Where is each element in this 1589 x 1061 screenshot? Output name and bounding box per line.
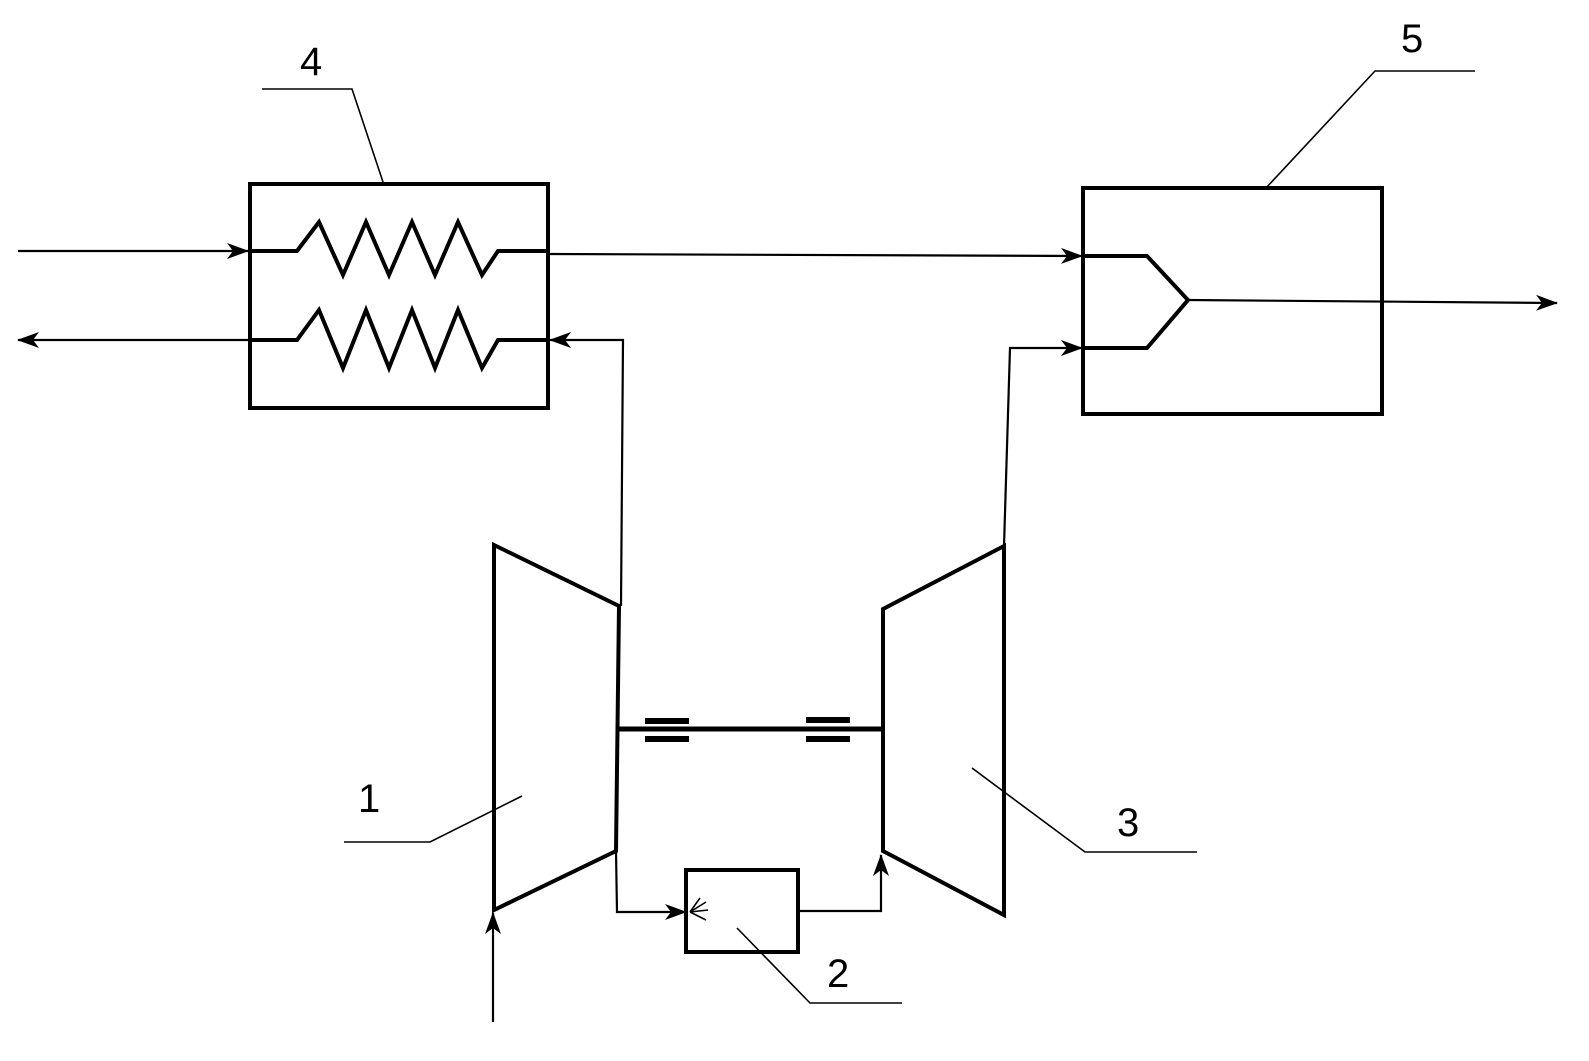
mixer-output-arrow — [1188, 300, 1557, 303]
bearing-right-top — [806, 717, 850, 723]
bearing-right-bottom — [806, 736, 850, 742]
heat-exchanger-coil-lower — [250, 310, 548, 368]
shaft — [619, 717, 882, 742]
leader-line-2 — [737, 928, 902, 1003]
heat-exchanger-box — [250, 184, 548, 408]
label-mixer: 5 — [1401, 17, 1423, 61]
combustor-spray-icon — [690, 898, 708, 920]
hx-to-mixer-line — [548, 254, 1082, 256]
turbine — [883, 546, 1004, 915]
compressor — [494, 545, 619, 910]
leader-line-5 — [1266, 71, 1475, 188]
compressor-to-hx-line — [550, 340, 623, 606]
mixer-junction — [1083, 256, 1188, 348]
heat-exchanger — [250, 184, 548, 408]
label-combustor: 2 — [827, 952, 849, 996]
combustor-to-turbine-line — [798, 855, 881, 911]
bearing-left-bottom — [645, 736, 689, 742]
leader-line-4 — [262, 89, 383, 182]
turbine-to-mixer-line — [1004, 348, 1082, 546]
bearing-left-top — [645, 718, 689, 724]
mixer — [1083, 188, 1557, 414]
compressor-to-combustor-line — [616, 851, 686, 912]
heat-exchanger-coil-upper — [250, 222, 548, 275]
label-turbine: 3 — [1117, 801, 1139, 845]
label-compressor: 1 — [358, 777, 380, 821]
label-heat-exchanger: 4 — [300, 40, 322, 84]
